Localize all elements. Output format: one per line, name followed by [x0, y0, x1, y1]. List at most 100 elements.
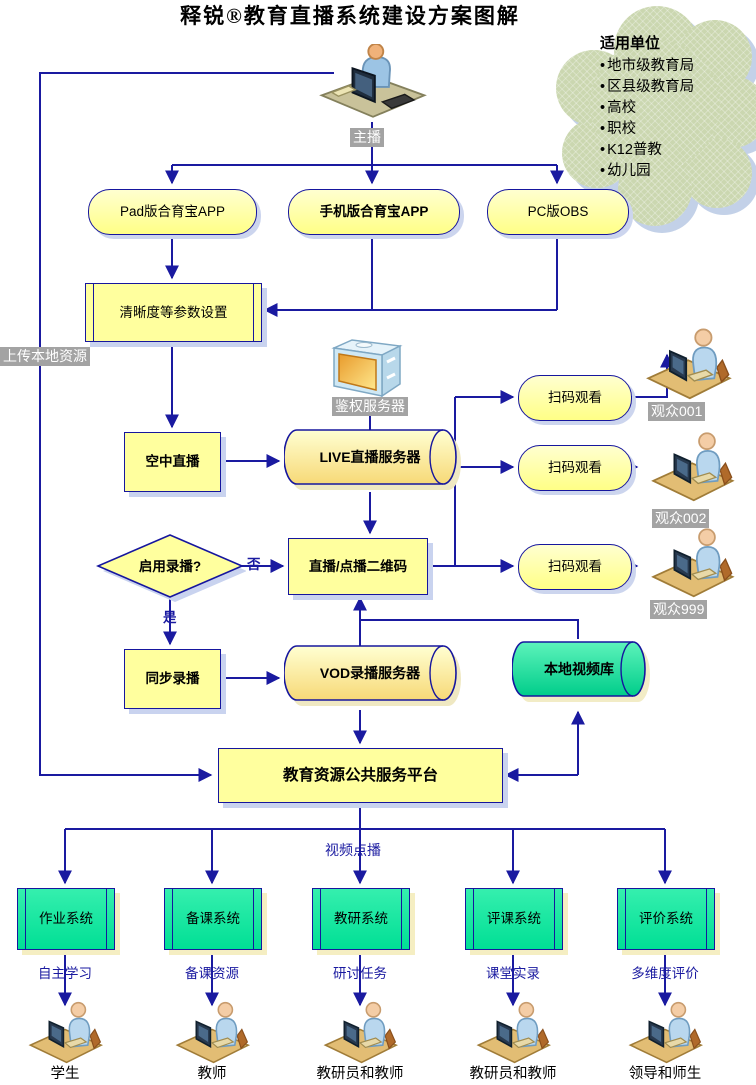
- viewer2-label: 观众002: [652, 509, 710, 528]
- bullet-icon: •: [600, 79, 606, 95]
- edge-label-vod-play: 视频点播: [325, 842, 381, 858]
- node-system-label: 作业系统: [39, 911, 93, 927]
- node-scan-watch-3: 扫码观看: [518, 544, 632, 590]
- node-system-label: 评价系统: [639, 911, 693, 927]
- applicable-units-cloud: 适用单位 •地市级教育局 •区县级教育局 •高校 •职校 •K12普教 •幼儿园: [556, 6, 756, 233]
- node-qr-code: 直播/点播二维码: [288, 538, 428, 595]
- node-platform: 教育资源公共服务平台: [218, 748, 503, 803]
- node-record-decision-label: 启用录播?: [138, 559, 202, 574]
- viewer3-label: 观众999: [650, 600, 708, 619]
- viewer2-icon: [642, 428, 742, 502]
- inner-bar: [554, 889, 555, 949]
- viewer3-icon: [642, 524, 742, 598]
- bullet-icon: •: [600, 100, 606, 116]
- node-scan-watch-1: 扫码观看: [518, 375, 632, 421]
- inner-bar: [106, 889, 107, 949]
- inner-bar: [401, 889, 402, 949]
- node-vod-server: VOD录播服务器: [283, 644, 464, 714]
- user-researcher-icon: [312, 998, 408, 1064]
- cloud-item: •幼儿园: [600, 161, 750, 182]
- upload-local-label: 上传本地资源: [0, 347, 90, 366]
- node-system-lesson-prep: 备课系统: [164, 888, 262, 950]
- node-params-label: 清晰度等参数设置: [119, 304, 228, 320]
- inner-bar: [473, 889, 474, 949]
- inner-bar: [93, 284, 94, 341]
- user-leader-icon: [617, 998, 713, 1064]
- diamond-shape: [95, 534, 247, 602]
- node-sync-record: 同步录播: [124, 649, 221, 709]
- auth-server-label: 鉴权服务器: [332, 397, 408, 416]
- node-system-lesson-review: 评课系统: [465, 888, 563, 950]
- node-system-label: 备课系统: [186, 911, 240, 927]
- cylinder-shape: [283, 429, 461, 490]
- presenter-desk-icon: [316, 44, 430, 128]
- cloud-item-label: 职校: [607, 121, 637, 137]
- node-vod-server-label: VOD录播服务器: [319, 665, 421, 681]
- role-label-2: 教师: [197, 1066, 227, 1082]
- output-label-4: 课堂实录: [486, 966, 540, 981]
- bullet-icon: •: [600, 121, 606, 137]
- output-label-3: 研讨任务: [333, 966, 387, 981]
- cylinder-shape: [511, 641, 650, 702]
- bullet-icon: •: [600, 58, 606, 74]
- inner-bar: [253, 889, 254, 949]
- edge-phone-pc-join: [371, 233, 558, 310]
- edge-platform-bus: [65, 801, 665, 830]
- edge-label-no: 否: [247, 557, 261, 572]
- cloud-item: •区县级教育局: [600, 77, 750, 98]
- node-system-research: 教研系统: [312, 888, 410, 950]
- output-label-5: 多维度评价: [631, 966, 699, 981]
- cloud-item-label: 幼儿园: [607, 163, 651, 179]
- auth-server-icon: [324, 334, 420, 400]
- cloud-item: •高校: [600, 98, 750, 119]
- node-live-server: LIVE直播服务器: [283, 428, 464, 498]
- anchor-label: 主播: [350, 128, 384, 147]
- cloud-item-label: 区县级教育局: [607, 79, 695, 95]
- node-pc-obs: PC版OBS: [487, 189, 629, 235]
- edge-label-yes: 是: [163, 610, 177, 625]
- page-title: 释锐®教育直播系统建设方案图解: [180, 4, 520, 28]
- viewer1-label: 观众001: [648, 402, 706, 421]
- cloud-shape: [590, 40, 720, 170]
- cloud-title: 适用单位: [600, 35, 661, 52]
- bullet-icon: •: [600, 163, 606, 179]
- inner-bar: [625, 889, 626, 949]
- node-system-homework: 作业系统: [17, 888, 115, 950]
- node-system-evaluation: 评价系统: [617, 888, 715, 950]
- role-label-4: 教研员和教师: [469, 1066, 557, 1082]
- node-record-decision: 启用录播?: [95, 533, 247, 603]
- inner-bar: [320, 889, 321, 949]
- cloud-text: 适用单位 •地市级教育局 •区县级教育局 •高校 •职校 •K12普教 •幼儿园: [600, 32, 750, 182]
- cloud-item-label: 高校: [607, 100, 637, 116]
- node-live-server-label: LIVE直播服务器: [319, 449, 421, 465]
- node-system-label: 教研系统: [334, 911, 388, 927]
- node-scan-watch-2: 扫码观看: [518, 445, 632, 491]
- user-teacher-icon: [164, 998, 260, 1064]
- cloud-item: •K12普教: [600, 140, 750, 161]
- role-label-1: 学生: [50, 1066, 80, 1082]
- viewer1-icon: [636, 324, 740, 400]
- user-researcher2-icon: [465, 998, 561, 1064]
- edge-anchor-upload-platform: [39, 72, 334, 782]
- user-student-icon: [17, 998, 113, 1064]
- node-phone-app: 手机版合育宝APP: [288, 189, 460, 235]
- inner-bar: [253, 284, 254, 341]
- node-params: 清晰度等参数设置: [85, 283, 262, 342]
- output-label-1: 自主学习: [38, 966, 92, 981]
- role-label-5: 领导和师生: [628, 1066, 702, 1082]
- cloud-item-label: K12普教: [607, 142, 662, 158]
- inner-bar: [25, 889, 26, 949]
- output-label-2: 备课资源: [185, 966, 239, 981]
- node-local-library-label: 本地视频库: [544, 661, 614, 677]
- node-pad-app: Pad版合育宝APP: [88, 189, 257, 235]
- cloud-item-label: 地市级教育局: [607, 58, 695, 74]
- inner-bar: [172, 889, 173, 949]
- cloud-item: •职校: [600, 119, 750, 140]
- cloud-item: •地市级教育局: [600, 56, 750, 77]
- bullet-icon: •: [600, 142, 606, 158]
- node-air-live: 空中直播: [124, 432, 221, 492]
- node-system-label: 评课系统: [487, 911, 541, 927]
- node-local-library: 本地视频库: [511, 640, 654, 710]
- role-label-3: 教研员和教师: [316, 1066, 404, 1082]
